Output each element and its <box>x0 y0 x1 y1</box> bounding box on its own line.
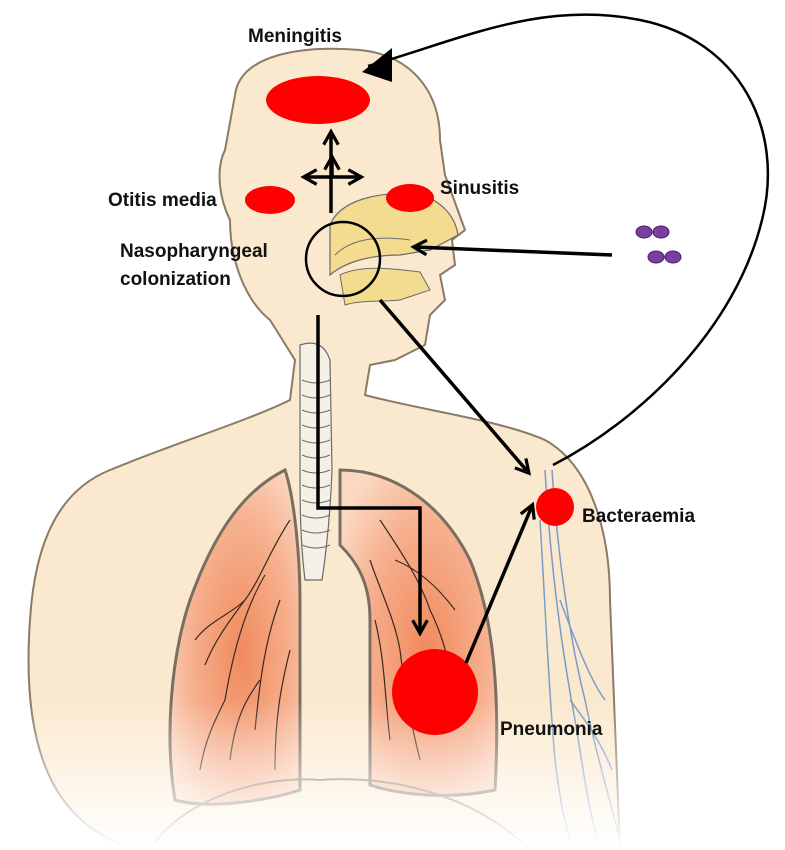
bacteria-icon <box>636 226 681 263</box>
label-sinusitis: Sinusitis <box>440 176 519 201</box>
label-nasopharyngeal-line1: Nasopharyngeal <box>120 238 268 266</box>
sinusitis-site <box>386 184 434 212</box>
otitis-media-site <box>245 186 295 214</box>
bacteraemia-site <box>536 488 574 526</box>
label-otitis-media: Otitis media <box>108 188 217 213</box>
meningitis-site <box>266 76 370 124</box>
label-meningitis: Meningitis <box>248 24 342 49</box>
label-nasopharyngeal-line2: colonization <box>120 266 268 294</box>
label-bacteraemia: Bacteraemia <box>582 504 695 529</box>
label-pneumonia: Pneumonia <box>500 717 602 742</box>
label-nasopharyngeal-colonization: Nasopharyngeal colonization <box>120 238 268 294</box>
